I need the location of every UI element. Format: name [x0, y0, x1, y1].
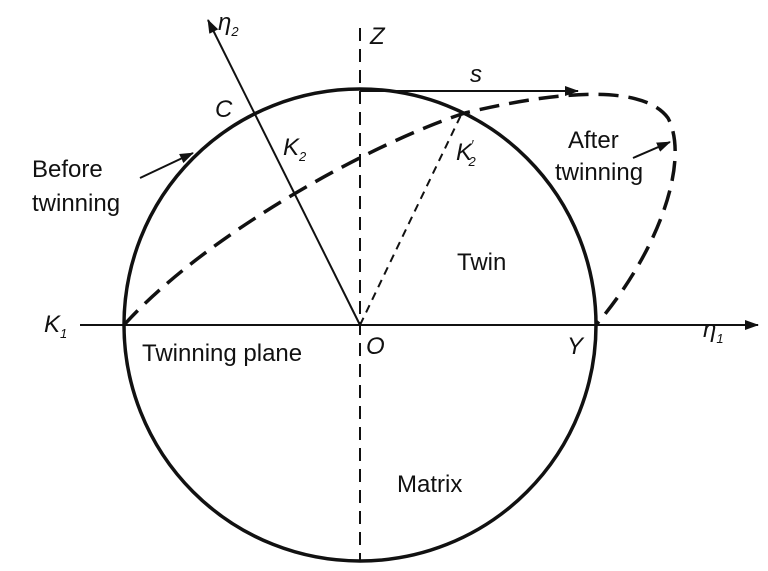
k1-label: K1 — [44, 311, 67, 341]
before-twinning-label-line1: Before — [32, 156, 103, 183]
twinning-plane-label: Twinning plane — [142, 340, 302, 367]
after-twinning-label-line2: twinning — [555, 159, 643, 186]
y-label: Y — [567, 333, 585, 360]
before-twinning-label-line2: twinning — [32, 190, 120, 217]
s-label: s — [470, 61, 482, 88]
origin-label: O — [366, 333, 385, 360]
before-twinning-pointer — [139, 152, 194, 179]
c-label: C — [215, 96, 233, 123]
k2-label: K2 — [283, 134, 307, 164]
matrix-label: Matrix — [397, 471, 462, 498]
sheared-ellipse — [122, 92, 677, 327]
z-label: Z — [369, 23, 386, 50]
eta2-label: η2 — [218, 9, 239, 39]
k2-prime-line — [359, 112, 463, 326]
after-twinning-pointer — [632, 141, 671, 159]
twin-label: Twin — [457, 249, 506, 276]
k2-prime-label: K′2 — [456, 137, 476, 169]
eta1-label: η1 — [703, 316, 724, 346]
eta2-axis — [207, 19, 361, 326]
after-twinning-label-line1: After — [568, 127, 619, 154]
